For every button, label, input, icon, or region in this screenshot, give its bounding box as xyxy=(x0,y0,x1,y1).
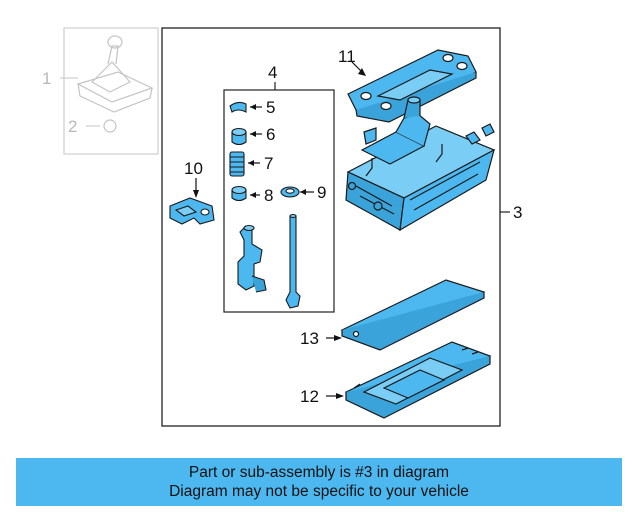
banner-line-2: Diagram may not be specific to your vehi… xyxy=(169,483,469,500)
inset-reference-panel: 1 2 xyxy=(42,27,159,155)
tray-part-12-icon xyxy=(344,341,492,419)
shift-lever-icon xyxy=(237,224,267,293)
callout-13: 13 xyxy=(300,329,319,348)
callout-6: 6 xyxy=(266,125,275,144)
callout-2: 2 xyxy=(68,117,77,136)
seat-part-8-icon xyxy=(231,185,247,202)
callout-8: 8 xyxy=(264,186,273,205)
spring-part-7-icon xyxy=(229,151,245,177)
cover-plate-icon xyxy=(347,49,477,123)
callout-1: 1 xyxy=(42,69,51,88)
info-banner: Part or sub-assembly is #3 in diagram Di… xyxy=(16,458,622,506)
callout-12: 12 xyxy=(300,387,319,406)
callout-11: 11 xyxy=(338,47,356,66)
main-diagram-frame xyxy=(161,27,501,427)
gasket-part-13-icon xyxy=(340,279,486,351)
callout-3: 3 xyxy=(513,203,522,222)
callout-7: 7 xyxy=(264,154,273,173)
bushing-part-6-icon xyxy=(231,127,247,146)
callout-4: 4 xyxy=(268,63,277,82)
guide-rod-icon xyxy=(285,213,301,309)
clip-part-5-icon xyxy=(229,101,247,113)
subassembly-frame-4 xyxy=(223,89,335,313)
shift-knob-ghost-icon xyxy=(76,35,154,133)
banner-line-1: Part or sub-assembly is #3 in diagram xyxy=(188,464,450,481)
bracket-part-10-icon xyxy=(169,197,215,225)
callout-9: 9 xyxy=(317,183,326,202)
grommet-part-9-icon xyxy=(280,186,300,198)
callout-5: 5 xyxy=(266,98,275,117)
shifter-housing-icon xyxy=(345,96,496,232)
callout-10: 10 xyxy=(184,159,203,178)
